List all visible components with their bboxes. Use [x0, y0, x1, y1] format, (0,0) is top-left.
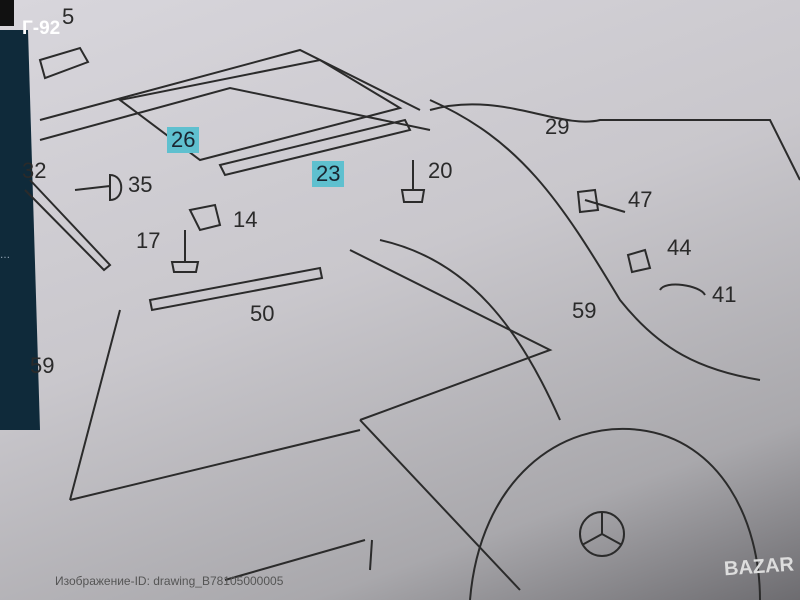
- callout-5: 5: [62, 4, 75, 29]
- drain-hose-59: [429, 99, 761, 381]
- roof-bar-23: [218, 118, 412, 177]
- watermark-logo: BAZAR: [723, 553, 795, 581]
- callout-41: 41: [712, 282, 737, 307]
- callout-50: 50: [250, 301, 275, 326]
- caption-leader: [224, 539, 373, 581]
- callout-59-right: 59: [572, 298, 597, 323]
- hub-star: [581, 512, 623, 546]
- bolt-20: [400, 160, 426, 203]
- side-trim-32: [24, 179, 112, 272]
- callout-29: 29: [545, 114, 570, 139]
- callout-26-highlighted[interactable]: 26: [167, 127, 200, 153]
- c-pillar: [379, 239, 561, 421]
- callout-20: 20: [428, 158, 453, 183]
- callout-17: 17: [136, 228, 161, 253]
- roof-rail-part-5: [38, 46, 90, 80]
- window-corner: [0, 0, 14, 26]
- callout-14: 14: [233, 207, 258, 232]
- callout-47: 47: [628, 187, 653, 212]
- screw-35: [74, 173, 123, 202]
- image-id-caption: Изображение-ID: drawing_B78105000005: [55, 574, 284, 588]
- sidebar-ellipsis: …: [0, 250, 10, 261]
- sunroof-frame: [117, 58, 403, 162]
- door-frame: [69, 249, 553, 591]
- rear-glass: [429, 103, 800, 181]
- callout-23-highlighted[interactable]: 23: [312, 161, 345, 187]
- listing-badge: Г-92: [22, 18, 61, 39]
- callout-32: 32: [22, 158, 47, 183]
- bracket-41: [659, 283, 706, 296]
- callout-35: 35: [128, 172, 153, 197]
- roof-outline: [39, 48, 431, 141]
- clip-14: [188, 203, 222, 232]
- callout-44: 44: [667, 235, 692, 260]
- clip-44: [626, 248, 652, 274]
- callout-59-left: 59: [30, 353, 55, 378]
- bolt-47: [576, 188, 626, 214]
- trim-strip-50: [148, 266, 324, 312]
- wheel-arch: [469, 427, 761, 600]
- bolt-17: [170, 230, 200, 273]
